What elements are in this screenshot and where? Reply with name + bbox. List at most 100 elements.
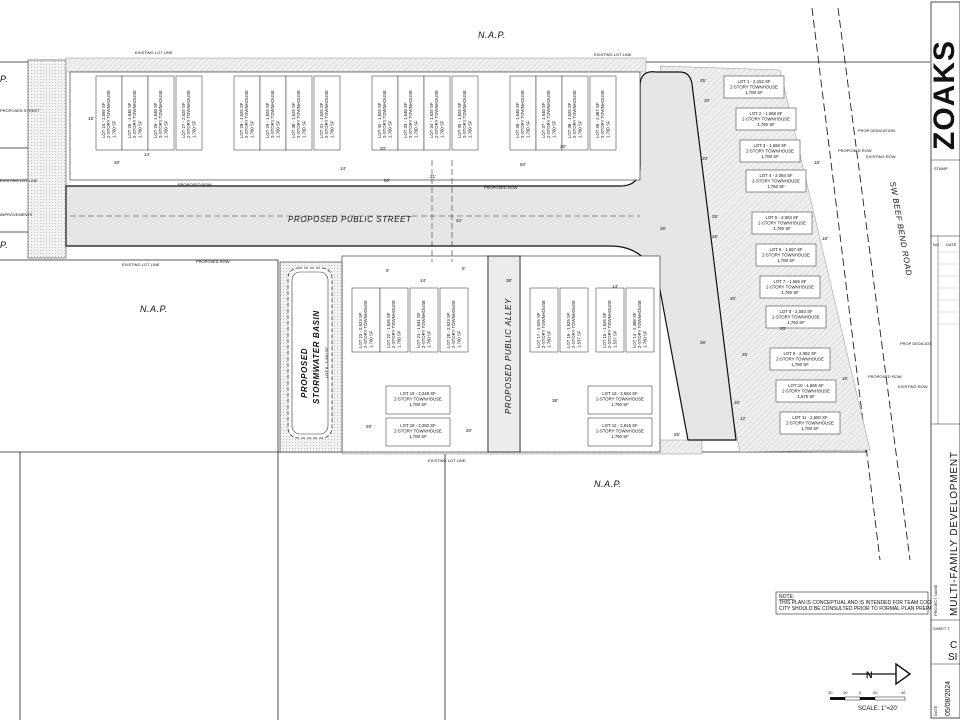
right-lot-4 (745, 169, 807, 193)
top-lot-14-line-3: 1,760 SF (551, 120, 556, 138)
dimension-label: 25' (700, 78, 706, 83)
note-line-2: CITY SHOULD BE CONSULTED PRIOR TO FORMAL… (779, 606, 952, 612)
bottom-lot-4-line-1: LOT 12 - 2,815 SF (602, 423, 638, 428)
stamp-label: STAMP (934, 166, 948, 171)
right-lot-8 (765, 305, 827, 329)
right-lot-2-line-1: LOT 2 - 1,668 SF (749, 111, 782, 116)
mid-lot-3-line-1: LOT 21 - 1,541 SF (416, 312, 421, 348)
improvements-left: IMPROVEMENTS (0, 212, 33, 217)
sheet-title-letter-2: SI (948, 652, 957, 663)
mid-lot-5-line-2: 2-STORY TOWNHOUSE (541, 300, 546, 348)
mid-lot-4-line-3: 1,760 SF (456, 330, 461, 348)
top-lot-10-line-3: 1,760 SF (413, 120, 418, 138)
top-lot-1-line-3: 1,760 SF (111, 120, 116, 138)
bottom-lot-3-line-2: 2-STORY TOWNHOUSE (596, 397, 644, 402)
top-lot-1-line-1: LOT 24 - 2,559 SF (101, 102, 106, 138)
prop-dedication-1: PROP DEDICATION (858, 128, 895, 133)
mid-lot-5-line-1: LOT 17 - 2,525 SF (536, 312, 541, 348)
mid-lot-5 (529, 287, 559, 353)
right-lot-6-line-2: 2-STORY TOWNHOUSE (762, 253, 810, 258)
revision-no-label: NO (933, 242, 939, 247)
top-lot-2-line-2: 2-STORY TOWNHOUSE (132, 90, 137, 138)
right-lot-2-line-2: 2-STORY TOWNHOUSE (742, 117, 790, 122)
bottom-lot-3-line-3: 1,760 SF (611, 402, 629, 407)
top-lot-8-line-2: 2-STORY TOWNHOUSE (324, 90, 329, 138)
existing-lot-line-1: EXISTING LOT LINE (135, 50, 173, 55)
bottom-lot-2-line-2: 2-STORY TOWNHOUSE (394, 429, 442, 434)
top-lot-4-line-3: 1,760 SF (191, 120, 196, 138)
dimension-labels: 15'30'14'14'20'30'25'20'20'25'26'20'25'2… (88, 78, 848, 437)
bottom-lot-2-line-1: LOT 18 - 2,250 SF (400, 423, 436, 428)
nap-label-top: N.A.P. (478, 30, 506, 40)
right-lot-10-line-2: 2-STORY TOWNHOUSE (782, 389, 830, 394)
top-lot-12-line-1: LOT 35 - 1,525 SF (457, 102, 462, 138)
top-lot-11-line-3: 1,760 SF (439, 120, 444, 138)
bottom-lots-group: LOT 19 - 2,248 SF2-STORY TOWNHOUSE1,760 … (385, 385, 653, 447)
top-lot-7-line-1: LOT 30 - 1,525 SF (291, 102, 296, 138)
top-lot-8-line-1: LOT 31 - 1,525 SF (319, 102, 324, 138)
existing-lot-line-5: EXISTING LOT LINE (0, 178, 38, 183)
mid-lot-4 (439, 287, 469, 353)
dimension-label: 12' (740, 416, 746, 421)
right-lot-2 (735, 107, 797, 131)
top-lot-5-line-2: 2-STORY TOWNHOUSE (244, 90, 249, 138)
dimension-label: 14' (420, 278, 426, 283)
bottom-lot-2-line-3: 1,760 SF (409, 434, 427, 439)
dimension-label: 38' (552, 398, 558, 403)
top-lot-5 (233, 75, 261, 151)
right-lot-5-line-2: 2-STORY TOWNHOUSE (758, 221, 806, 226)
right-lot-9 (769, 347, 831, 371)
top-lot-9 (371, 75, 399, 151)
right-lot-1 (723, 75, 785, 99)
dimension-label: 14' (612, 284, 618, 289)
top-lot-11-line-1: LOT 34 - 1,525 SF (429, 102, 434, 138)
top-lot-6-line-1: LOT 29 - 1,525 SF (265, 102, 270, 138)
dimension-label: 30' (560, 144, 566, 149)
right-lot-2-line-3: 1,760 SF (757, 122, 775, 127)
scale-tick-3: 20 (873, 690, 878, 695)
mid-lot-7-line-3: 1,537 SF (612, 330, 617, 348)
top-lot-15-line-2: 2-STORY TOWNHOUSE (572, 90, 577, 138)
proposed-row-4: PROPOSED ROW (838, 148, 872, 153)
right-lot-5 (751, 211, 813, 235)
existing-lot-line-4: EXISTING LOT LINE (428, 458, 466, 463)
existing-row-2: EXISTING ROW (898, 384, 928, 389)
mid-lot-7-line-2: 2-STORY TOWNHOUSE (607, 300, 612, 348)
top-lot-16 (589, 75, 617, 151)
right-lot-5-line-1: LOT 5 - 2,084 SF (765, 215, 798, 220)
note-box: NOTE: THIS PLAN IS CONCEPTUAL AND IS INT… (775, 591, 960, 615)
top-lot-3-line-1: LOT 26 - 1,540 SF (153, 102, 158, 138)
top-lot-16-line-1: LOT 39 - 2,387 SF (595, 102, 600, 138)
dimension-label: 14' (340, 166, 346, 171)
top-lot-3-line-2: 2-STORY TOWNHOUSE (158, 90, 163, 138)
top-lot-9-line-3: 1,760 SF (387, 120, 392, 138)
nap-left-fragment-2: P. (0, 240, 8, 250)
mid-lot-8-line-2: 2-STORY TOWNHOUSE (637, 300, 642, 348)
road-label: SW BEEF BEND ROAD (888, 181, 914, 277)
top-lot-4-line-2: 2-STORY TOWNHOUSE (186, 90, 191, 138)
top-lot-14 (535, 75, 563, 151)
dimension-label: 5' (462, 266, 466, 271)
top-lot-3 (147, 75, 175, 151)
mid-lot-6-line-3: 1,537 SF (576, 330, 581, 348)
street-centerline (70, 160, 640, 262)
dimension-label: 20' (704, 98, 710, 103)
company-logo: ZOAKS (928, 40, 960, 150)
top-lot-5-line-3: 1,760 SF (249, 120, 254, 138)
top-lot-7-line-2: 2-STORY TOWNHOUSE (296, 90, 301, 138)
dimension-label: 42' (456, 218, 462, 223)
right-lot-8-line-1: LOT 8 - 2,083 SF (779, 309, 812, 314)
top-lot-10-line-2: 2-STORY TOWNHOUSE (408, 90, 413, 138)
dimension-label: 15' (88, 116, 94, 121)
proposed-street-left: PROPOSED STREET (0, 108, 40, 113)
dimension-label: 14' (144, 152, 150, 157)
right-lot-9-line-1: LOT 9 - 2,082 SF (783, 351, 816, 356)
top-lot-8-line-3: 1,760 SF (329, 120, 334, 138)
top-lot-11-line-2: 2-STORY TOWNHOUSE (434, 90, 439, 138)
top-lot-2-line-1: LOT 25 - 1,540 SF (127, 102, 132, 138)
bottom-lot-1 (385, 385, 451, 415)
dimension-label: 25' (674, 432, 680, 437)
